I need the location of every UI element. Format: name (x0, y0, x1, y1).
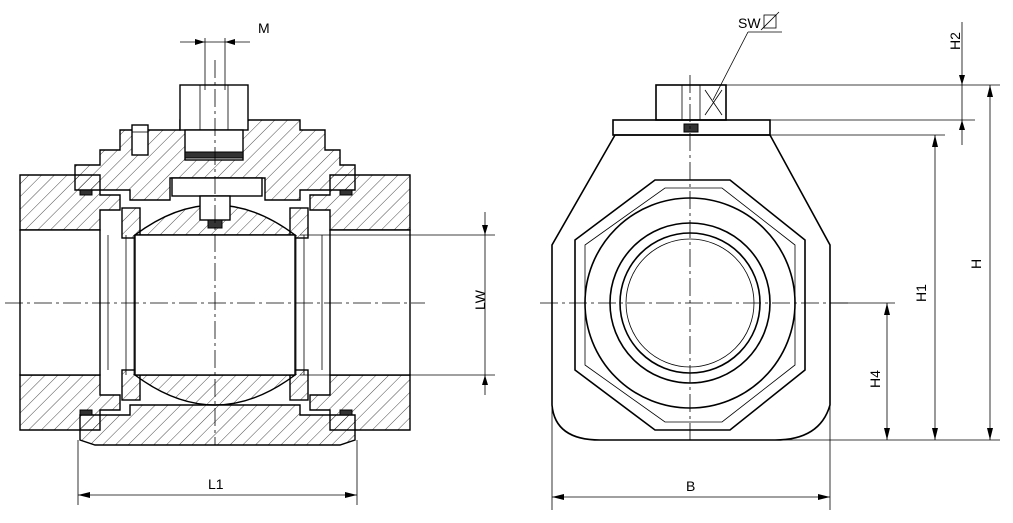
hex-end (574, 179, 806, 431)
dim-M-label: M (258, 20, 270, 36)
section-view: M LW L1 (5, 20, 495, 505)
dim-H4-label: H4 (867, 370, 883, 388)
seat-ring-right (289, 207, 309, 239)
seat-ring-left (121, 207, 141, 239)
dim-LW-label: LW (472, 289, 488, 310)
body-bottom (79, 404, 356, 446)
dim-B-label: B (686, 478, 695, 494)
stem-nut (179, 84, 249, 131)
dim-H-label: H (968, 259, 984, 269)
stem-nut-side (655, 84, 727, 121)
dim-H2-label: H2 (947, 32, 963, 50)
dim-SW-label: SW (738, 15, 761, 31)
dim-L1-label: L1 (208, 476, 224, 492)
side-view: SW H2 H H1 H4 B (540, 11, 1000, 510)
dim-H1-label: H1 (913, 284, 929, 302)
stop-pin (131, 124, 149, 156)
